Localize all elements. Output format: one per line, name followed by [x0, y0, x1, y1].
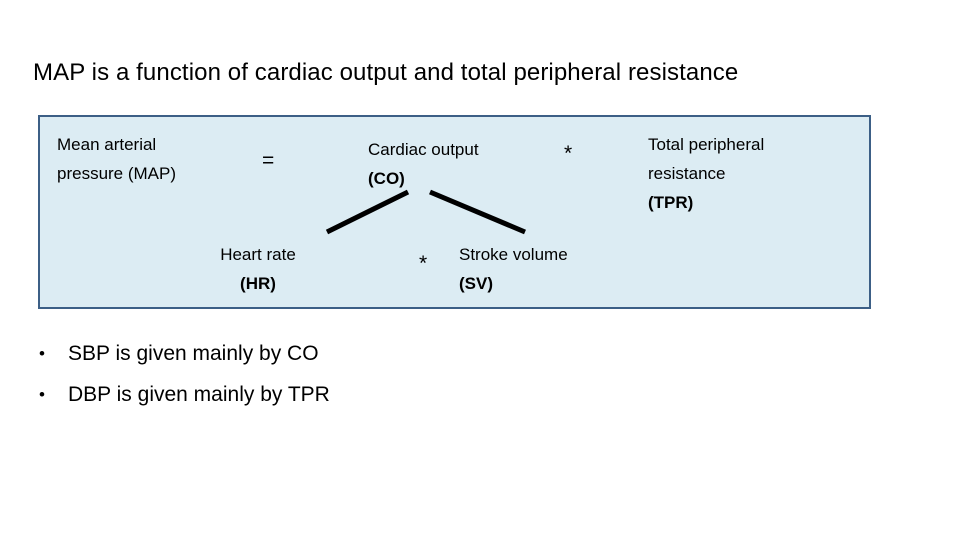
operator-equals: =	[262, 149, 275, 172]
term-cardiac-output: Cardiac output (CO)	[368, 135, 479, 193]
term-map-line1: Mean arterial	[57, 135, 157, 154]
list-item: • SBP is given mainly by CO	[34, 333, 634, 374]
bullet-list: • SBP is given mainly by CO • DBP is giv…	[34, 333, 634, 415]
term-co-abbr: (CO)	[368, 169, 405, 188]
operator-multiply-top: *	[564, 142, 573, 165]
operator-multiply-bottom: *	[419, 252, 428, 275]
term-tpr-abbr: (TPR)	[648, 193, 694, 212]
bullet-text: SBP is given mainly by CO	[68, 342, 319, 365]
term-tpr-line1: Total peripheral	[648, 135, 765, 154]
term-heart-rate: Heart rate (HR)	[206, 240, 310, 298]
term-map-line2: pressure (MAP)	[57, 164, 177, 183]
term-sv-line1: Stroke volume	[459, 245, 568, 264]
term-hr-abbr: (HR)	[240, 274, 276, 293]
term-sv-abbr: (SV)	[459, 274, 493, 293]
term-hr-line1: Heart rate	[220, 245, 296, 264]
bullet-marker-icon: •	[39, 344, 45, 363]
term-co-line1: Cardiac output	[368, 140, 479, 159]
term-tpr-line2: resistance	[648, 164, 726, 183]
bullet-text: DBP is given mainly by TPR	[68, 383, 330, 406]
term-mean-arterial-pressure: Mean arterial pressure (MAP)	[57, 130, 176, 188]
term-total-peripheral-resistance: Total peripheral resistance (TPR)	[648, 130, 764, 217]
page-title: MAP is a function of cardiac output and …	[33, 59, 739, 86]
list-item: • DBP is given mainly by TPR	[34, 374, 634, 415]
bullet-marker-icon: •	[39, 385, 45, 404]
term-stroke-volume: Stroke volume (SV)	[459, 240, 568, 298]
